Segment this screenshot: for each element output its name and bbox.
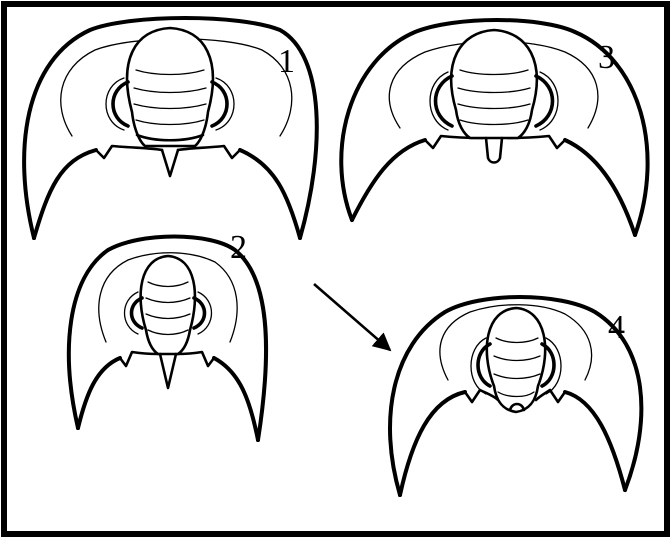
label-2: 2 <box>230 229 247 266</box>
cephalon-1 <box>24 18 317 238</box>
label-3: 3 <box>598 39 615 76</box>
cephalon-2 <box>69 237 266 441</box>
label-1: 1 <box>278 43 295 80</box>
transition-arrow <box>314 284 390 350</box>
cephalon-4 <box>390 297 641 495</box>
label-4: 4 <box>608 309 625 346</box>
figure-border <box>4 4 667 534</box>
